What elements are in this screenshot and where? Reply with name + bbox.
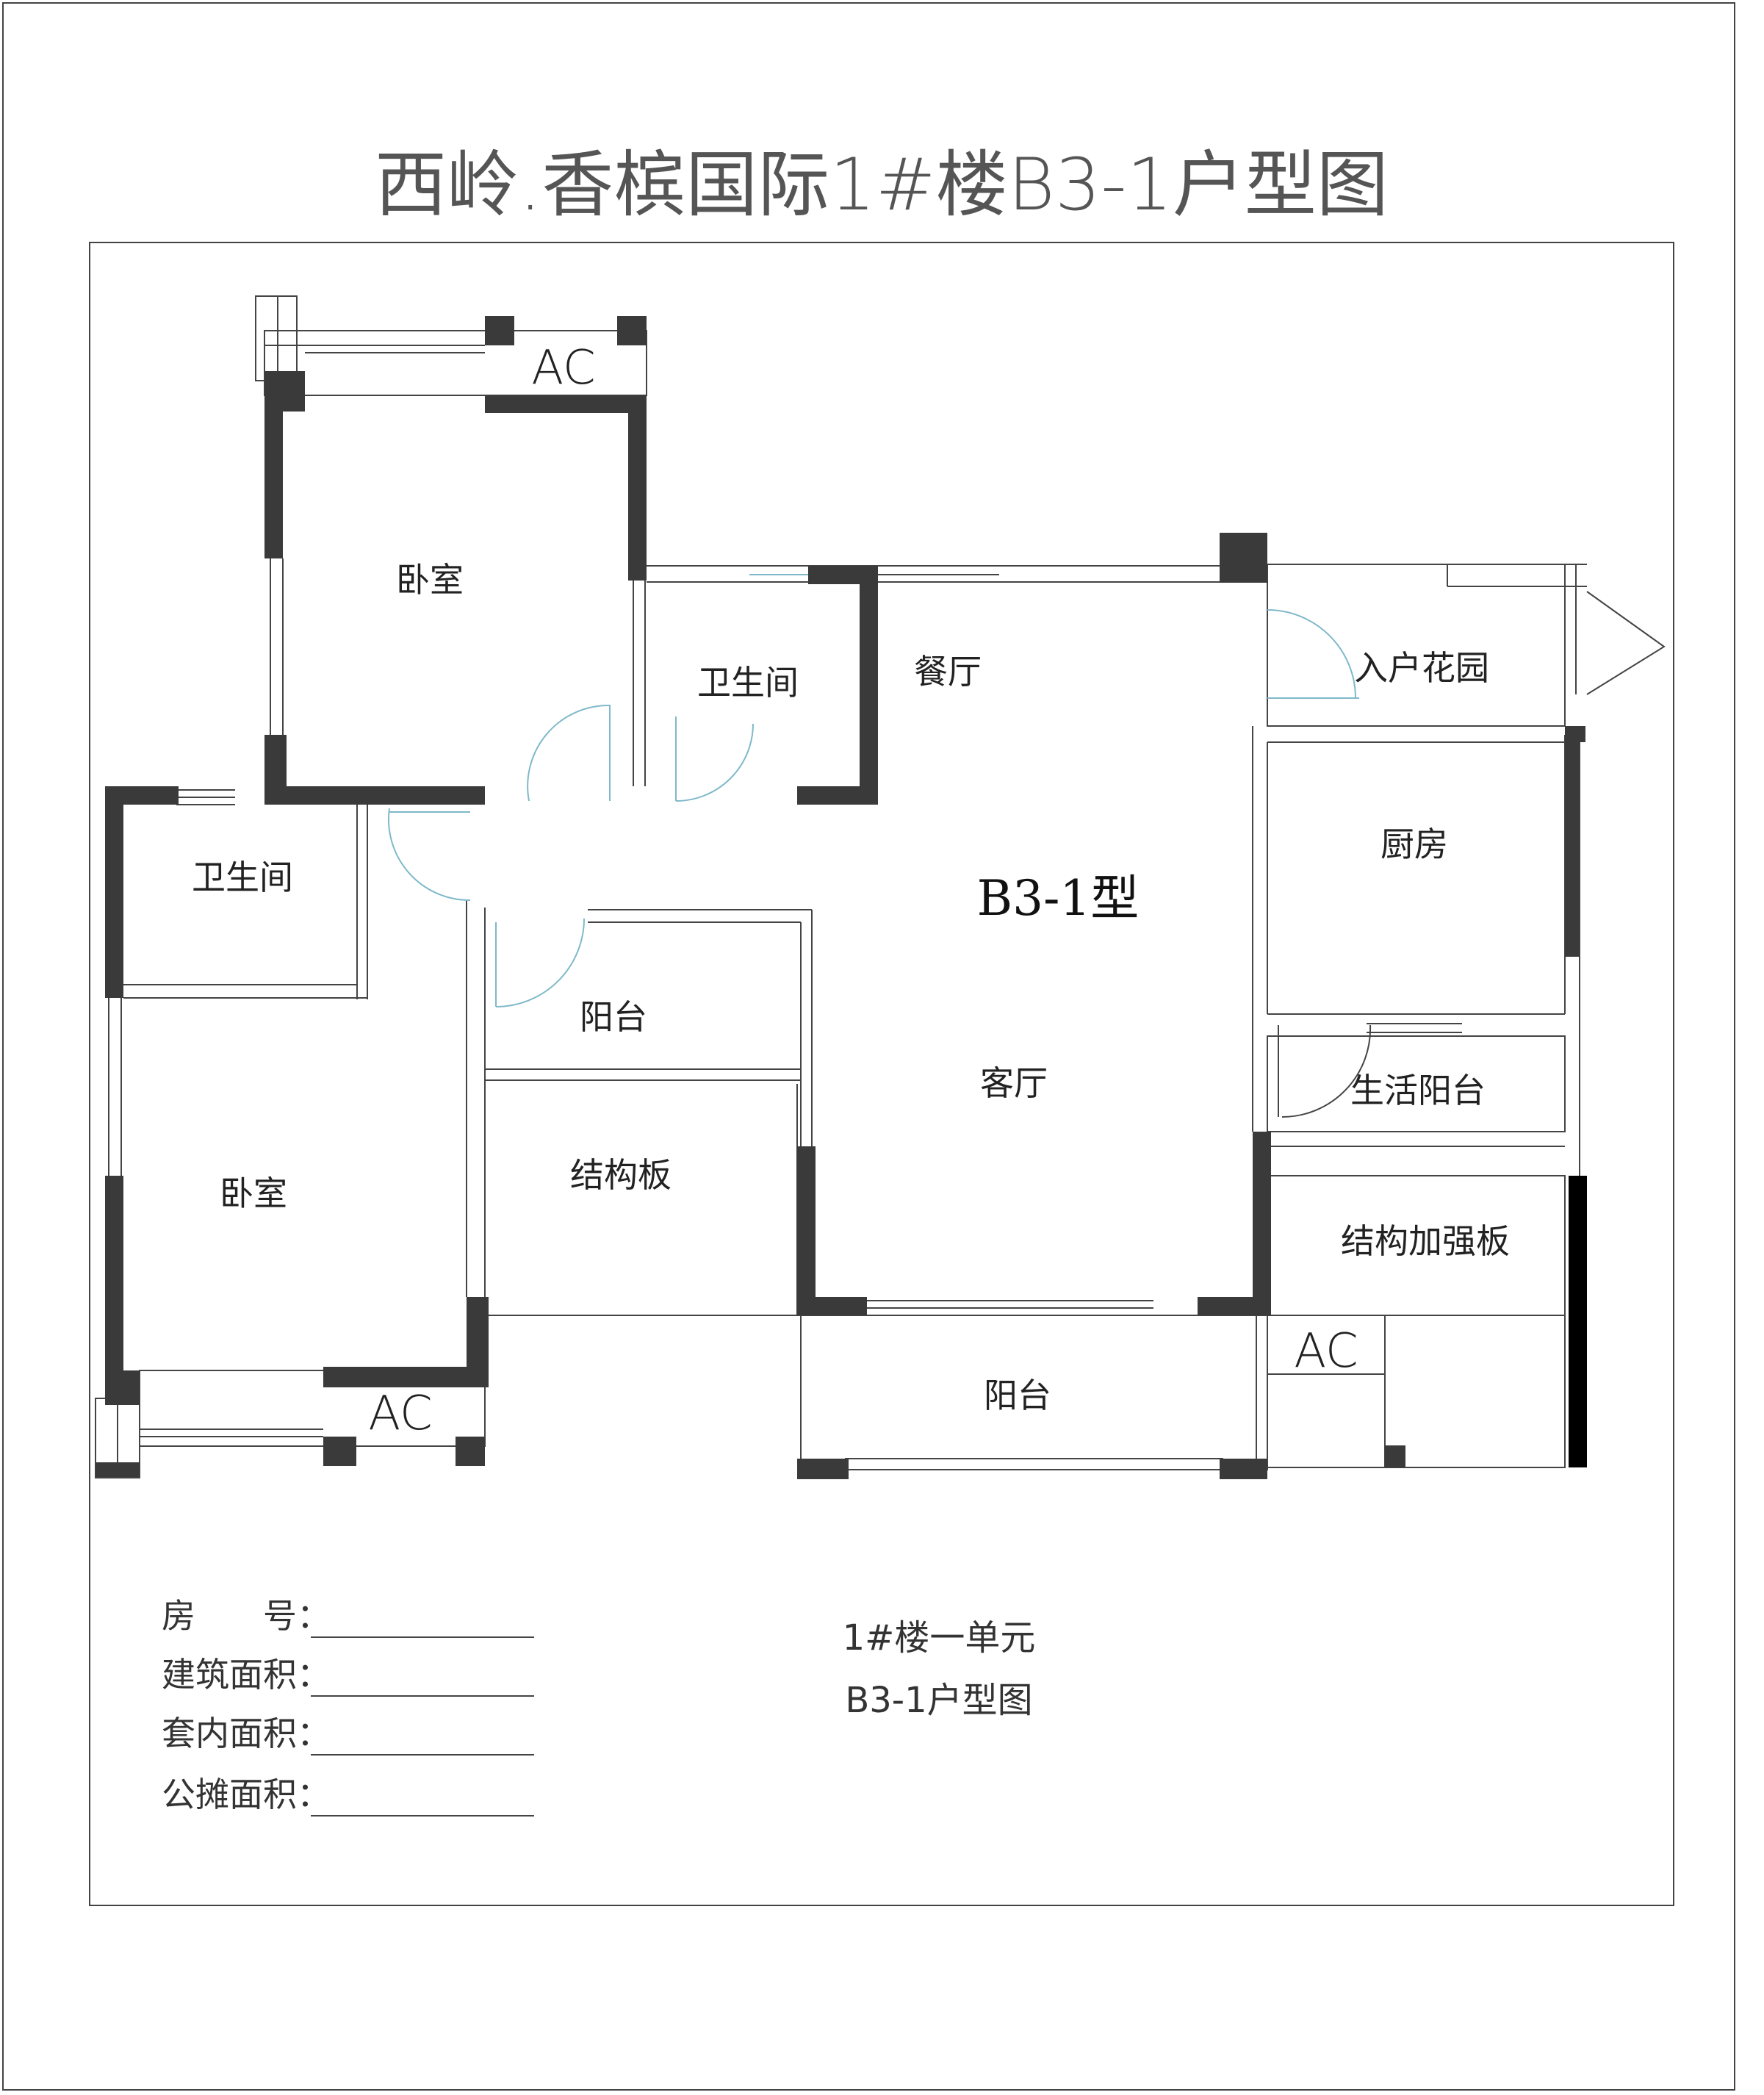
inner-drawing-frame	[89, 242, 1674, 1906]
room-labels: 卧室 卫生间 餐厅 入户花园 厨房 卫生间 B3-1型 阳台 客厅 生活阳台 卧…	[192, 560, 1510, 1415]
room-label-balcony-inner: 阳台	[580, 997, 647, 1037]
info-label-gross-area: 建筑面积：	[162, 1655, 331, 1695]
room-label-bedroom-bottom: 卧室	[220, 1174, 287, 1213]
room-label-bathroom-center: 卫生间	[697, 663, 799, 702]
outline-lines	[95, 295, 1666, 1478]
caption-line-1: 1#楼一单元	[843, 1617, 1036, 1659]
walls	[96, 316, 1587, 1479]
ac-label-right: AC	[1294, 1324, 1358, 1379]
room-label-reinforced-slab: 结构加强板	[1341, 1221, 1510, 1261]
door-swings	[387, 609, 1372, 1118]
room-label-entry-garden: 入户花园	[1354, 648, 1489, 688]
ac-label-bottom: AC	[368, 1387, 432, 1441]
info-fields: 房 号： 建筑面积： 套内面积： 公摊面积：	[162, 1596, 534, 1816]
ac-labels: AC AC AC	[368, 341, 1358, 1441]
room-label-balcony-bottom: 阳台	[984, 1376, 1051, 1415]
room-label-bedroom-top: 卧室	[396, 560, 464, 600]
info-label-inner-area: 套内面积：	[162, 1714, 331, 1753]
room-label-structural-slab: 结构板	[570, 1155, 672, 1195]
unit-type-label: B3-1型	[977, 870, 1140, 927]
caption: 1#楼一单元 B3-1户型图	[843, 1617, 1036, 1721]
drawing-title: 西岭.香槟国际1#楼B3-1户型图	[375, 143, 1389, 227]
outer-sheet-border	[2, 2, 1735, 2091]
room-label-kitchen: 厨房	[1380, 824, 1448, 864]
caption-line-2: B3-1户型图	[845, 1680, 1032, 1721]
room-label-dining: 餐厅	[914, 652, 982, 691]
room-label-bathroom-left: 卫生间	[192, 858, 293, 897]
info-label-shared-area: 公摊面积：	[162, 1775, 331, 1814]
room-label-utility-balcony: 生活阳台	[1350, 1071, 1486, 1110]
room-label-living: 客厅	[980, 1063, 1048, 1103]
ac-label-top: AC	[531, 341, 595, 395]
info-label-room-number: 房 号：	[162, 1596, 331, 1636]
